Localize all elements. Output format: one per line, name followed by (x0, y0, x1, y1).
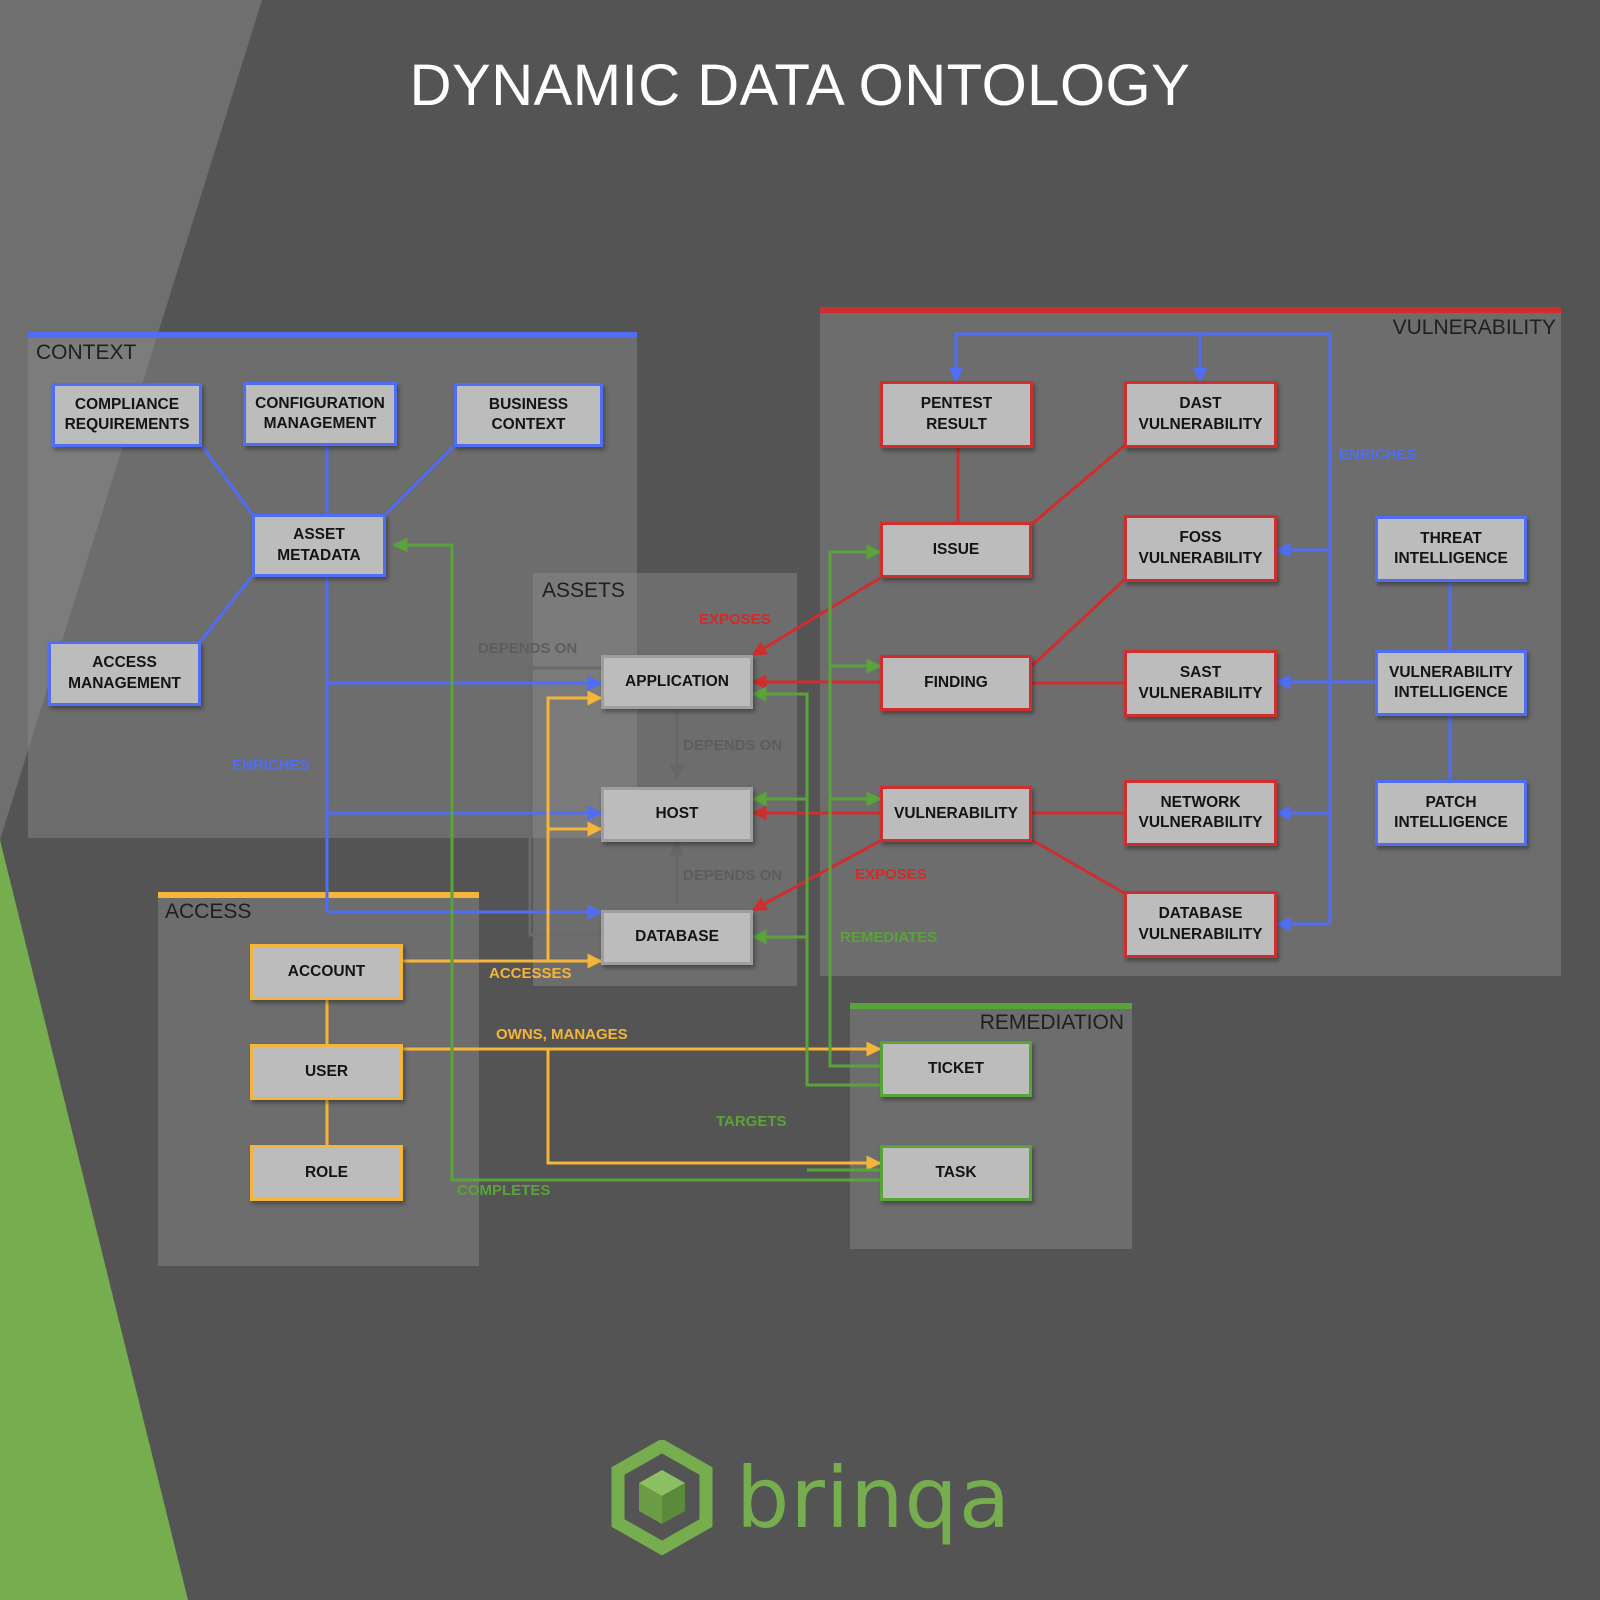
node-vulnerability-intelligence[interactable]: VULNERABILITY INTELLIGENCE (1375, 650, 1527, 716)
node-account[interactable]: ACCOUNT (250, 944, 403, 1000)
node-foss-vulnerability[interactable]: FOSS VULNERABILITY (1124, 515, 1277, 582)
enrichment-connectors (948, 332, 1452, 932)
node-user[interactable]: USER (250, 1044, 403, 1100)
group-label-access: ACCESS (165, 900, 252, 923)
node-ticket[interactable]: TICKET (880, 1041, 1032, 1097)
edge-label-completes: COMPLETES (457, 1182, 551, 1199)
edge-label-depends-on-1: DEPENDS ON (478, 640, 578, 657)
node-pentest-result[interactable]: PENTEST RESULT (880, 381, 1033, 448)
node-role[interactable]: ROLE (250, 1145, 403, 1201)
edge-label-depends-on-3: DEPENDS ON (683, 867, 783, 884)
node-vulnerability[interactable]: VULNERABILITY (880, 786, 1032, 842)
node-database-vulnerability[interactable]: DATABASE VULNERABILITY (1124, 891, 1277, 958)
node-task[interactable]: TASK (880, 1145, 1032, 1201)
node-business-context[interactable]: BUSINESS CONTEXT (454, 383, 603, 447)
edge-label-exposes-database: EXPOSES (855, 866, 927, 883)
node-patch-intelligence[interactable]: PATCH INTELLIGENCE (1375, 780, 1527, 846)
edge-label-enriches-context: ENRICHES (232, 757, 310, 774)
node-finding[interactable]: FINDING (880, 655, 1032, 711)
node-issue[interactable]: ISSUE (880, 522, 1032, 578)
edge-label-accesses: ACCESSES (489, 965, 572, 982)
group-label-context: CONTEXT (36, 341, 137, 364)
background-green-wedge (0, 840, 188, 1600)
node-network-vulnerability[interactable]: NETWORK VULNERABILITY (1124, 780, 1277, 846)
remediation-connectors (392, 537, 882, 1182)
context-connectors (198, 444, 603, 920)
edge-label-targets: TARGETS (716, 1113, 787, 1130)
depends-on-connectors (528, 666, 685, 937)
node-asset-metadata[interactable]: ASSET METADATA (252, 514, 386, 577)
node-database[interactable]: DATABASE (601, 910, 753, 965)
node-access-management[interactable]: ACCESS MANAGEMENT (48, 641, 201, 706)
access-connectors (325, 690, 882, 1171)
node-host[interactable]: HOST (601, 787, 753, 842)
edge-label-remediates: REMEDIATES (840, 929, 938, 946)
node-dast-vulnerability[interactable]: DAST VULNERABILITY (1124, 381, 1277, 448)
edge-label-enriches-vulnerability: ENRICHES (1339, 446, 1417, 463)
brinqa-logo: brinqa (610, 1440, 1011, 1556)
brinqa-wordmark: brinqa (736, 1449, 1012, 1547)
edge-label-depends-on-2: DEPENDS ON (683, 737, 783, 754)
group-label-remediation: REMEDIATION (979, 1011, 1124, 1034)
edge-label-exposes-application: EXPOSES (699, 611, 771, 628)
page-title: DYNAMIC DATA ONTOLOGY (409, 53, 1191, 118)
vulnerability-connectors (751, 444, 1126, 912)
node-application[interactable]: APPLICATION (601, 655, 753, 709)
edge-label-owns-manages: OWNS, MANAGES (496, 1026, 628, 1043)
group-label-vulnerability: VULNERABILITY (1392, 316, 1556, 339)
node-compliance-requirements[interactable]: COMPLIANCE REQUIREMENTS (52, 383, 202, 447)
node-configuration-management[interactable]: CONFIGURATION MANAGEMENT (243, 382, 397, 446)
node-sast-vulnerability[interactable]: SAST VULNERABILITY (1124, 650, 1277, 717)
brinqa-cube-icon (611, 1440, 713, 1556)
node-threat-intelligence[interactable]: THREAT INTELLIGENCE (1375, 516, 1527, 582)
group-label-assets: ASSETS (542, 579, 625, 602)
